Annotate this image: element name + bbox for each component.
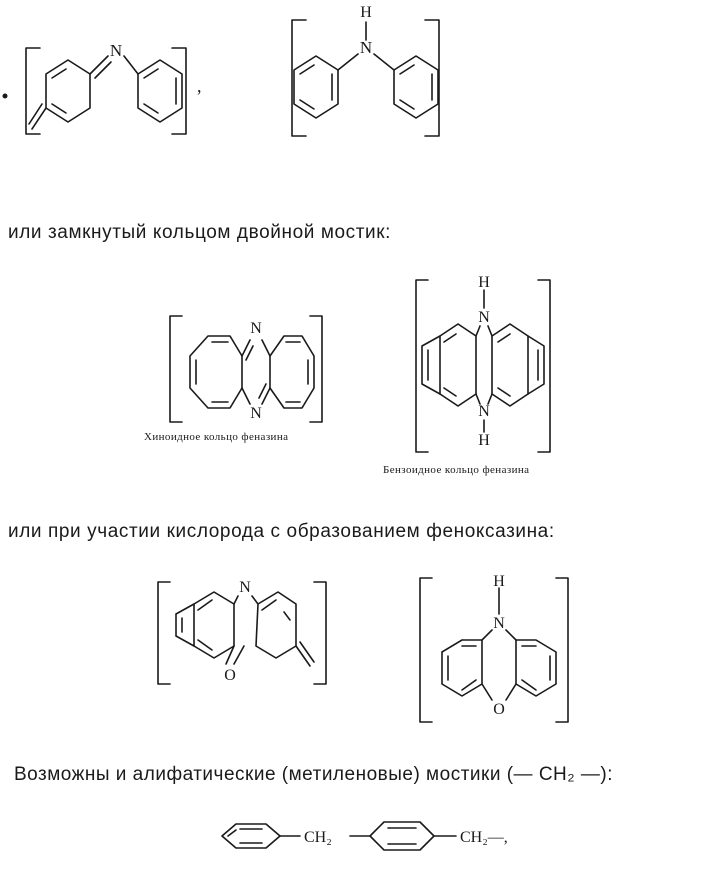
atom-n-5: N — [239, 579, 251, 596]
right-inner-bond-1 — [261, 599, 277, 611]
caption-quinoid-phenazine: Хиноидное кольцо феназина — [144, 431, 289, 443]
right-inner-bond-3 — [399, 99, 415, 110]
exocyclic-double-bond — [295, 641, 315, 667]
quinoid-ring — [45, 59, 91, 123]
right-quinoid-ring — [255, 591, 297, 659]
left-bracket — [169, 315, 183, 423]
n-bonds — [233, 595, 259, 605]
right-bracket — [171, 47, 187, 135]
right-bracket — [313, 581, 327, 685]
left-benzene-ring — [293, 55, 339, 119]
benzene-ring-1 — [221, 823, 281, 849]
n-c-left-bond — [337, 53, 359, 71]
o-bonds — [225, 645, 245, 665]
atom-o-5: O — [224, 667, 236, 684]
structure-benzoid-phenoxazine — [419, 577, 569, 723]
benzene-ring-2 — [369, 821, 435, 851]
right-inner-bond-3 — [497, 387, 511, 397]
atom-h-4b: H — [478, 432, 490, 449]
atom-n-3b: N — [250, 405, 262, 422]
right-outer — [527, 335, 545, 395]
left-bracket — [157, 581, 171, 685]
benzene-ring — [137, 59, 183, 123]
structure-diphenylamine — [291, 19, 440, 137]
right-bracket — [309, 315, 323, 423]
right-ring — [269, 335, 315, 409]
separator-comma: , — [197, 76, 202, 96]
left-inner-bond-2 — [197, 599, 213, 611]
text-closed-double-bridge: или замкнутый кольцом двойной мостик: — [8, 222, 392, 243]
benzene-1-inner-3 — [227, 829, 237, 837]
benzene-inner-bond-3 — [143, 103, 159, 114]
structure-quinone-imine — [25, 47, 187, 135]
bullet-dot — [2, 93, 8, 99]
right-benzene-ring — [393, 55, 439, 119]
left-inner-bond-1 — [299, 64, 315, 75]
atom-n-3a: N — [250, 320, 262, 337]
atom-h-4a: H — [478, 274, 490, 291]
exocyclic-double-bond — [28, 103, 47, 130]
atom-n-6: N — [493, 615, 505, 632]
n-c-right-bond — [373, 53, 395, 71]
left-inner-bond-2 — [443, 333, 457, 343]
left-benzene-ring — [193, 591, 235, 659]
left-outer — [441, 639, 463, 653]
left-outer — [175, 603, 195, 647]
atom-h-2: H — [360, 4, 372, 21]
central-double-2 — [258, 383, 267, 399]
right-benzene-ring — [491, 323, 529, 407]
atom-ch2-2: CH₂—, — [460, 829, 508, 846]
central-ring — [241, 339, 271, 405]
structure-quinoid-phenoxazine — [157, 581, 327, 685]
atom-n-4b: N — [478, 403, 490, 420]
right-benzene-ring — [515, 639, 557, 697]
n-c-bond — [123, 55, 139, 75]
left-benzene-ring — [189, 335, 243, 409]
central-bonds — [475, 325, 493, 405]
left-bracket — [25, 47, 41, 135]
left-bracket — [419, 577, 433, 723]
left-inner-bond-3 — [443, 387, 457, 397]
left-inner-bond-3 — [197, 639, 213, 651]
quinoid-inner-bond-2 — [51, 103, 67, 114]
structure-quinoid-phenazine — [169, 315, 323, 423]
text-oxygen-phenoxazine: или при участии кислорода с образованием… — [8, 521, 555, 542]
left-inner-bond-3 — [461, 679, 477, 691]
o-bonds — [481, 683, 517, 701]
right-bracket — [537, 279, 551, 453]
right-inner-bond-1 — [399, 64, 415, 75]
atom-n-1: N — [110, 41, 122, 60]
n-bonds — [481, 629, 517, 641]
atom-ch2-1: CH₂ — [304, 829, 332, 846]
atom-n-4a: N — [478, 309, 490, 326]
left-inner-bond-2 — [299, 99, 315, 110]
left-bracket — [415, 279, 429, 453]
central-double-1 — [245, 345, 254, 361]
caption-benzoid-phenazine: Бензоидное кольцо феназина — [383, 464, 530, 476]
left-outer — [421, 335, 441, 395]
benzene-inner-bond-1 — [143, 68, 159, 79]
right-inner-bond-2 — [283, 611, 291, 621]
left-bracket — [291, 19, 307, 137]
right-inner-bond-2 — [497, 333, 511, 343]
atom-h-6: H — [493, 573, 505, 590]
structure-benzoid-phenazine — [415, 279, 551, 453]
right-bracket — [424, 19, 440, 137]
c-n-double-bond — [89, 55, 112, 79]
structure-methylene-bridge — [221, 821, 457, 851]
atom-o-6: O — [493, 701, 505, 718]
text-aliphatic-bridges: Возможны и алифатические (метиленовые) м… — [14, 764, 614, 785]
right-inner-bond-3 — [521, 679, 537, 691]
left-benzene-ring — [439, 323, 477, 407]
atom-n-2: N — [360, 38, 372, 57]
right-bracket — [555, 577, 569, 723]
quinoid-inner-bond-1 — [51, 68, 67, 79]
